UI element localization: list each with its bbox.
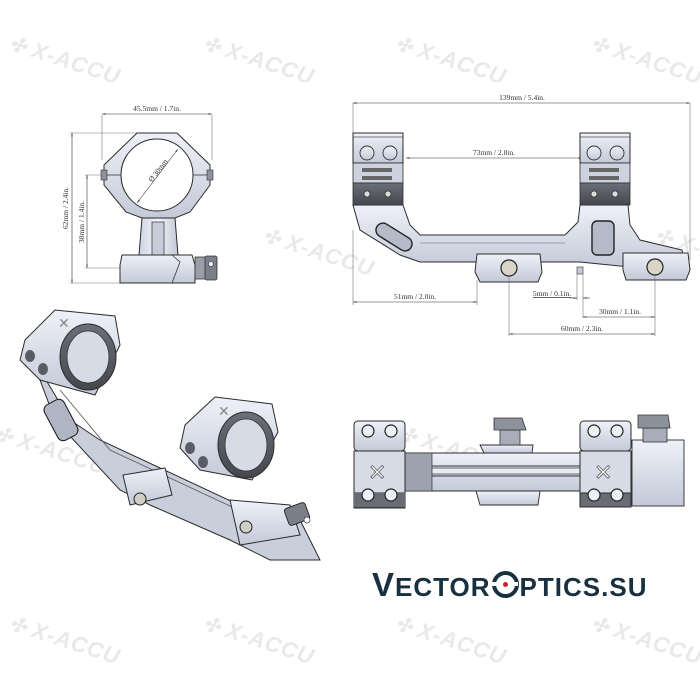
vector-optics-logo: VECTOR PTICS.SU bbox=[372, 566, 647, 604]
overall-length-label: 139mm / 5.4in. bbox=[499, 93, 545, 102]
ring-spacing-label: 73mm / 2.8in. bbox=[473, 148, 515, 157]
top-view: ✕ ✕ bbox=[353, 414, 685, 509]
isometric-view: ✕ ✕ bbox=[19, 309, 321, 561]
logo-ector: ECTOR bbox=[395, 572, 491, 602]
front-height-label: 62mm / 2.4in. bbox=[61, 187, 70, 229]
clamp-to-lug-label: 30mm / 1.1in. bbox=[599, 307, 641, 316]
logo-v: V bbox=[372, 566, 396, 603]
clamp-spacing-label: 60mm / 2.3in. bbox=[561, 324, 603, 333]
reticle-o-icon bbox=[490, 571, 519, 598]
front-center-height-label: 38mm / 1.4in. bbox=[77, 201, 86, 243]
side-view: 139mm / 5.4in. 73mm / 2.8in. bbox=[352, 93, 691, 336]
offset-label: 51mm / 2.0in. bbox=[394, 292, 436, 301]
front-width-label: 45.5mm / 1.7in. bbox=[133, 104, 181, 113]
recoil-lug-label: 5mm / 0.1in. bbox=[533, 289, 571, 298]
x-logo-icon: ✕ bbox=[218, 403, 230, 419]
x-logo-icon: ✕ bbox=[594, 460, 612, 485]
x-logo-icon: ✕ bbox=[58, 315, 70, 331]
front-view: 45.5mm / 1.7in. 62mm / 2.4in. 38mm / 1.4… bbox=[61, 104, 218, 284]
logo-suffix: .SU bbox=[601, 572, 648, 602]
x-logo-icon: ✕ bbox=[368, 460, 386, 485]
logo-ptics: PTICS bbox=[519, 572, 602, 602]
